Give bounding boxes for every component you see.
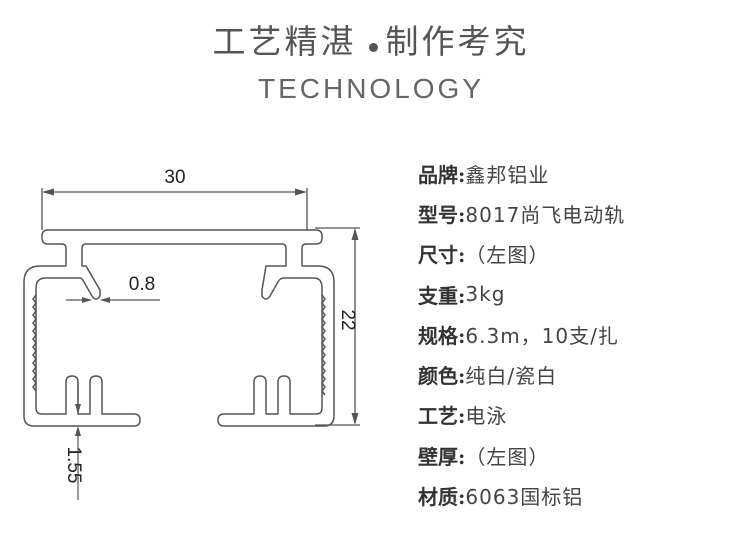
spec-value: 电泳: [465, 404, 508, 429]
arrow-wall-up-icon: [75, 426, 81, 436]
arrow-wall-down-icon: [75, 404, 81, 414]
spec-key: 规格:: [418, 323, 466, 348]
spec-row-size: 尺寸: （左图）: [418, 234, 738, 274]
profile-drawing: 30 22 0.8: [10, 150, 410, 530]
spec-value: 6.3m，10支/扎: [465, 323, 619, 348]
dim-width-label: 30: [164, 167, 185, 188]
spec-key: 品牌:: [418, 162, 466, 187]
spec-row-color: 颜色: 纯白/瓷白: [418, 354, 738, 394]
spec-key: 壁厚:: [418, 444, 466, 469]
profile-diagram: 30 22 0.8: [23, 167, 360, 500]
spec-row-brand: 品牌: 鑫邦铝业: [418, 153, 738, 193]
spec-key: 型号:: [418, 202, 466, 227]
spec-row-load: 支重: 3kg: [418, 274, 738, 314]
arrow-up-icon: [351, 228, 359, 240]
serration-left: [32, 294, 37, 392]
spec-value: 6063国标铝: [465, 485, 584, 510]
page-subtitle: TECHNOLOGY: [257, 73, 485, 104]
dim-wall-label: 1.55: [63, 447, 84, 484]
profile-outline: [23, 229, 335, 427]
spec-value: （左图）: [465, 243, 550, 268]
title-dot-icon: [368, 43, 378, 52]
spec-value: 8017尚飞电动轨: [465, 202, 626, 227]
title-left: 工艺精湛: [212, 22, 357, 61]
page-title: 工艺精湛制作考究: [0, 20, 742, 64]
spec-row-process: 工艺: 电泳: [418, 395, 738, 435]
dim-thickness-label: 0.8: [129, 274, 155, 295]
spec-value: 纯白/瓷白: [465, 364, 558, 389]
arrow-down-icon: [351, 413, 359, 425]
spec-key: 颜色:: [418, 364, 466, 389]
title-right: 制作考究: [385, 22, 530, 61]
arrow-right-icon: [295, 188, 307, 196]
spec-value: 鑫邦铝业: [465, 162, 550, 187]
profile-path: [23, 229, 335, 427]
arrow-left-icon: [42, 188, 54, 196]
spec-row-material: 材质: 6063国标铝: [418, 475, 738, 515]
spec-key: 支重:: [418, 283, 466, 308]
spec-key: 材质:: [418, 485, 466, 510]
page-header: 工艺精湛制作考究 TECHNOLOGY: [0, 0, 742, 120]
spec-row-spec: 规格: 6.3m，10支/扎: [418, 314, 738, 354]
spec-value: 3kg: [465, 282, 506, 307]
arrow-thick-right-icon: [100, 297, 110, 303]
spec-key: 工艺:: [418, 404, 466, 429]
dim-height-label: 22: [337, 309, 358, 330]
spec-row-wall: 壁厚: （左图）: [418, 435, 738, 475]
serration-right: [321, 294, 326, 396]
spec-key: 尺寸:: [418, 243, 466, 268]
spec-list: 品牌: 鑫邦铝业 型号: 8017尚飞电动轨 尺寸: （左图） 支重: 3kg …: [418, 153, 738, 516]
spec-row-model: 型号: 8017尚飞电动轨: [418, 193, 738, 233]
arrow-thick-left-icon: [82, 297, 92, 303]
spec-value: （左图）: [465, 444, 550, 469]
